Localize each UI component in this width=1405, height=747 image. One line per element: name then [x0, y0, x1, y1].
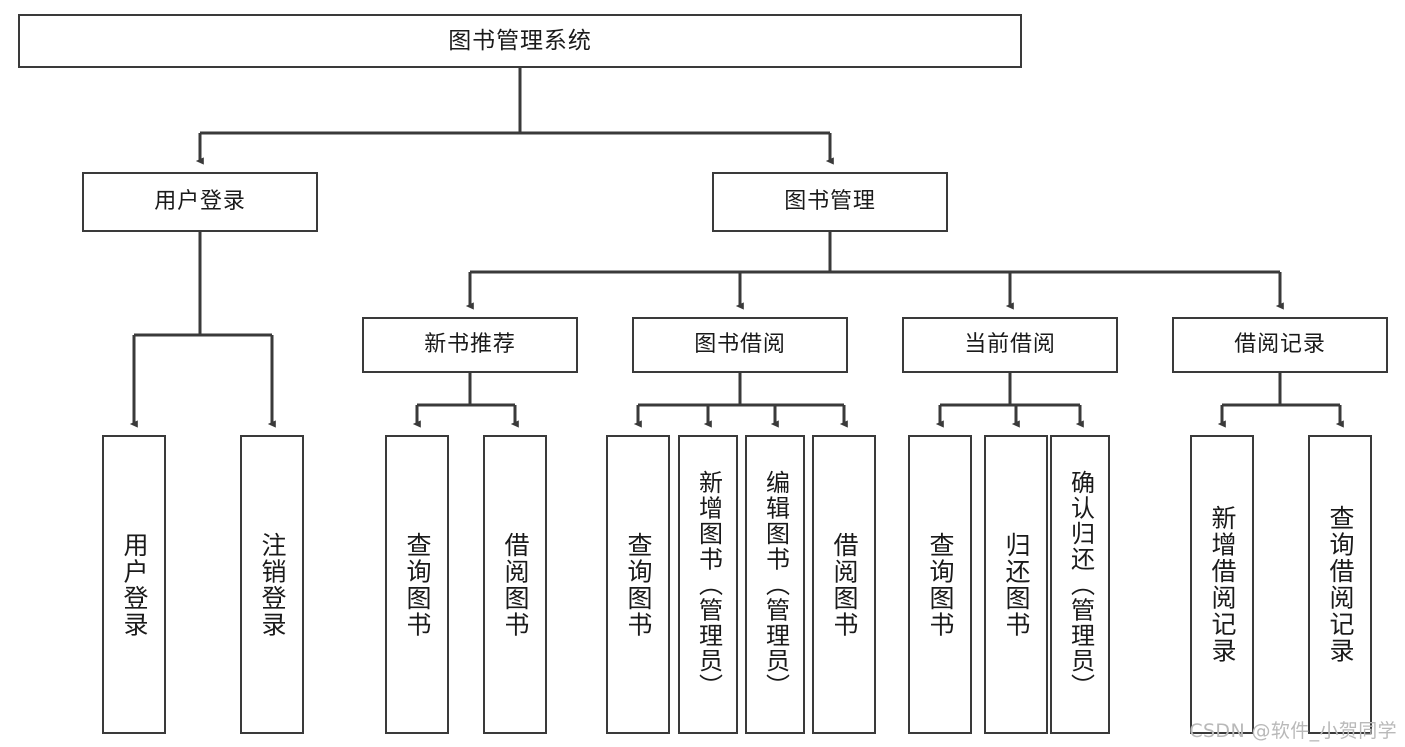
leaf-node-edit-book-admin[interactable]: 编辑图书（管理员） [745, 435, 805, 734]
node-label: 图书管理系统 [448, 27, 592, 54]
node-label: 图书借阅 [694, 332, 786, 358]
leaf-node-add-borrow-record[interactable]: 新增借阅记录 [1190, 435, 1254, 734]
node-label: 图书管理 [784, 189, 876, 215]
node-label: 新增借阅记录 [1208, 505, 1237, 664]
node-label: 归还图书 [1002, 531, 1031, 638]
node-label: 当前借阅 [964, 332, 1056, 358]
leaf-node-query-borrow-record[interactable]: 查询借阅记录 [1308, 435, 1372, 734]
node-label: 新书推荐 [424, 332, 516, 358]
node-label: 借阅图书 [501, 531, 530, 638]
node-label: 查询图书 [624, 531, 653, 638]
leaf-node-borrow-book-rec[interactable]: 借阅图书 [483, 435, 547, 734]
leaf-node-user-login[interactable]: 用户登录 [102, 435, 166, 734]
node-label: 查询图书 [403, 531, 432, 638]
leaf-node-borrow-book[interactable]: 借阅图书 [812, 435, 876, 734]
watermark-text: CSDN @软件_小贺同学 [1189, 720, 1397, 742]
leaf-node-query-book-current[interactable]: 查询图书 [908, 435, 972, 734]
node-label: 编辑图书（管理员） [761, 470, 790, 699]
node-user-login[interactable]: 用户登录 [82, 172, 318, 232]
node-book-management[interactable]: 图书管理 [712, 172, 948, 232]
leaf-node-return-book[interactable]: 归还图书 [984, 435, 1048, 734]
leaf-node-query-book-borrow[interactable]: 查询图书 [606, 435, 670, 734]
node-label: 新增图书（管理员） [694, 470, 723, 699]
node-new-book-recommendation[interactable]: 新书推荐 [362, 317, 578, 373]
node-borrowing-record[interactable]: 借阅记录 [1172, 317, 1388, 373]
node-label: 借阅记录 [1234, 332, 1326, 358]
node-label: 用户登录 [154, 189, 246, 215]
leaf-node-logout[interactable]: 注销登录 [240, 435, 304, 734]
leaf-node-confirm-return-admin[interactable]: 确认归还（管理员） [1050, 435, 1110, 734]
node-label: 注销登录 [258, 531, 287, 638]
leaf-node-query-book-rec[interactable]: 查询图书 [385, 435, 449, 734]
node-current-borrowing[interactable]: 当前借阅 [902, 317, 1118, 373]
node-label: 借阅图书 [830, 531, 859, 638]
node-label: 查询图书 [926, 531, 955, 638]
node-book-management-system[interactable]: 图书管理系统 [18, 14, 1022, 68]
leaf-node-add-book-admin[interactable]: 新增图书（管理员） [678, 435, 738, 734]
node-book-borrowing[interactable]: 图书借阅 [632, 317, 848, 373]
node-label: 查询借阅记录 [1326, 505, 1355, 664]
node-label: 用户登录 [120, 531, 149, 638]
node-label: 确认归还（管理员） [1066, 470, 1095, 699]
